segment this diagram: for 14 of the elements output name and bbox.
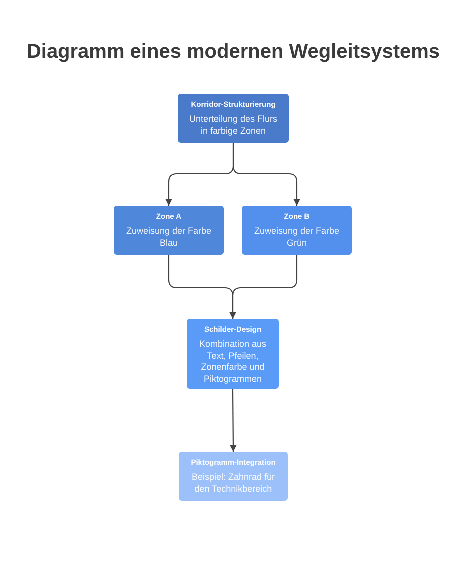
box-description: Beispiel: Zahnrad für den Technikbereich: [190, 472, 276, 496]
process-box: [179, 452, 288, 501]
box-description: Unterteilung des Flurs in farbige Zonen: [188, 114, 279, 138]
box-description: Zuweisung der Farbe Blau: [125, 226, 213, 250]
process-box: [187, 319, 279, 389]
process-box: [114, 206, 224, 255]
box-description: Zuweisung der Farbe Grün: [253, 226, 341, 250]
connector-arrow: [232, 143, 300, 206]
process-box: [178, 94, 289, 143]
process-box: [242, 206, 352, 255]
connector-arrow: [230, 255, 298, 319]
diagram-title: Diagramm eines modernen Wegleitsystems: [26, 40, 440, 64]
box-description: Kombination aus Text, Pfeilen, Zonenfarbe und Piktogrammen: [198, 339, 268, 386]
connector-arrow: [230, 389, 237, 452]
